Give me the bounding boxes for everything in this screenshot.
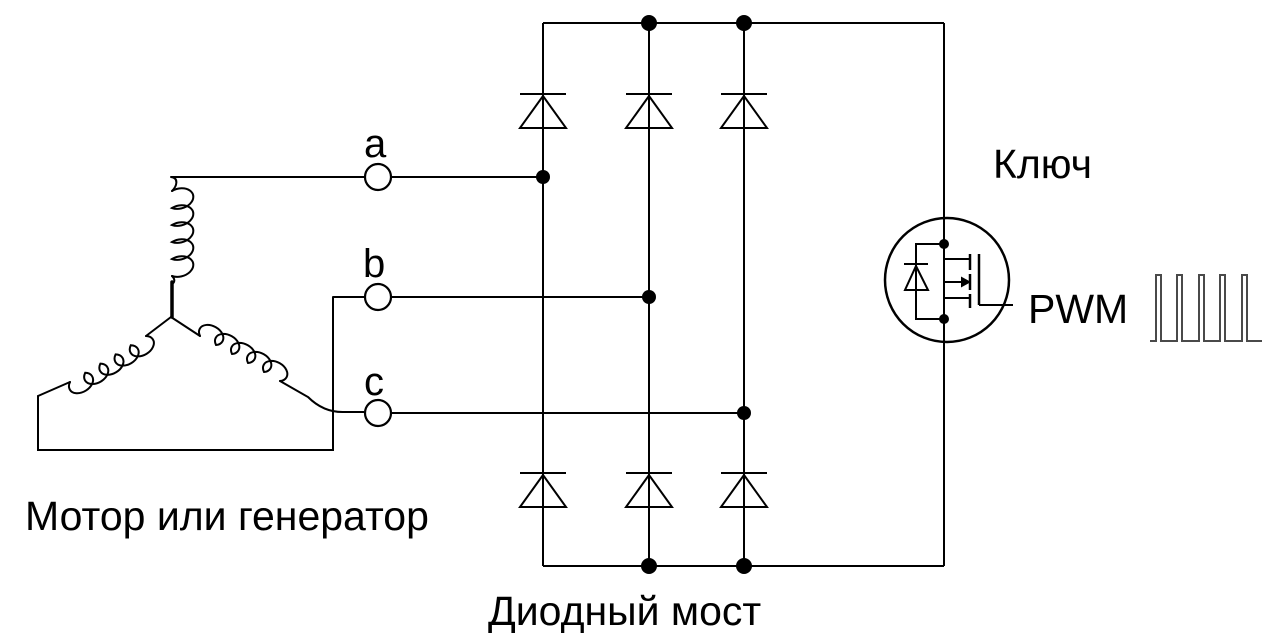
coil-phase-b bbox=[37, 316, 172, 397]
coil-phase-a bbox=[169, 176, 195, 285]
mosfet-channel bbox=[944, 254, 972, 308]
body-diode bbox=[903, 243, 944, 320]
terminal-b-circle bbox=[363, 282, 393, 312]
wire-phase-c bbox=[345, 411, 744, 414]
junction-dots bbox=[536, 15, 752, 574]
terminal-c-circle bbox=[363, 398, 393, 428]
mosfet-dots bbox=[939, 239, 949, 324]
pwm-label: PWM bbox=[1028, 286, 1129, 332]
diode-top-2 bbox=[624, 93, 674, 129]
substrate-arrow bbox=[961, 276, 971, 288]
diode-top-1 bbox=[518, 93, 568, 129]
terminal-a-label: a bbox=[364, 122, 387, 166]
switch-body-circle bbox=[883, 216, 1011, 344]
switch-label: Ключ bbox=[993, 141, 1093, 187]
diode-top-3 bbox=[719, 93, 769, 129]
motor-label: Мотор или генератор bbox=[25, 493, 429, 539]
terminal-c-label: c bbox=[364, 360, 384, 404]
mosfet-switch bbox=[883, 23, 1013, 566]
terminal-b-label: b bbox=[363, 242, 386, 286]
pwm-waveform bbox=[1150, 274, 1262, 342]
terminal-a-circle bbox=[363, 162, 393, 192]
winding-return-wire bbox=[37, 296, 334, 451]
diode-bottom-3 bbox=[719, 472, 769, 508]
diode-bottom-2 bbox=[624, 472, 674, 508]
phase-wires bbox=[171, 176, 744, 414]
bridge-label: Диодный мост bbox=[488, 588, 762, 634]
motor-winding bbox=[37, 176, 346, 451]
coil-phase-c bbox=[170, 316, 346, 414]
terminal-circles bbox=[363, 162, 393, 428]
mosfet-gate bbox=[977, 254, 1013, 306]
diode-bottom-1 bbox=[518, 472, 568, 508]
diode-bridge bbox=[518, 22, 944, 567]
